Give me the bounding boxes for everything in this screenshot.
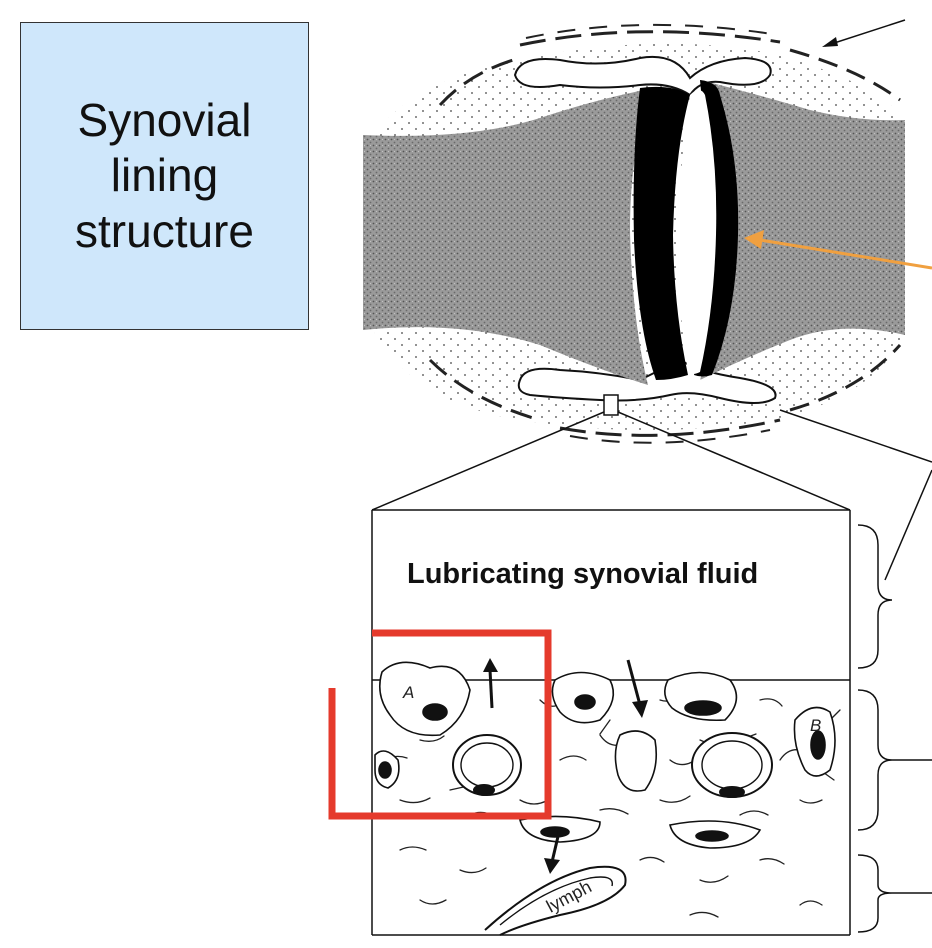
brace-subintima-layer <box>857 854 893 933</box>
left-bone <box>363 88 655 385</box>
brace-fluid-layer <box>857 524 893 669</box>
synovial-fold-top <box>513 56 772 97</box>
lymph-vessel-inner <box>499 876 614 926</box>
transport-arrows <box>483 658 648 874</box>
left-cartilage <box>633 86 690 380</box>
orange-pointer-arrowhead <box>744 230 764 249</box>
lining-pointer-line <box>779 409 932 463</box>
orange-pointer-line <box>759 238 932 270</box>
fluid-pointer-line <box>884 469 932 581</box>
detail-panel <box>371 509 851 936</box>
cell-type-b-label: B <box>810 716 822 735</box>
capsule-pointer-arrowhead <box>822 37 838 47</box>
slide-title: Synovial lining structure <box>75 94 254 257</box>
joint-space <box>678 90 717 374</box>
capillaries <box>452 732 773 798</box>
right-bone <box>700 80 905 380</box>
detail-origin-marker <box>603 394 619 416</box>
title-box: Synovial lining structure <box>20 22 309 330</box>
magnifier-line-left <box>371 411 605 511</box>
capsule-pointer-line <box>824 19 906 47</box>
highlight-bracket <box>328 629 552 820</box>
brace-intima-layer <box>857 689 893 831</box>
lymph-vessel <box>484 865 627 936</box>
synovial-fluid-label: Lubricating synovial fluid <box>407 558 759 590</box>
cell-type-a-label: A <box>403 683 415 702</box>
lining-cells <box>374 661 836 849</box>
magnifier-line-right <box>617 411 851 511</box>
